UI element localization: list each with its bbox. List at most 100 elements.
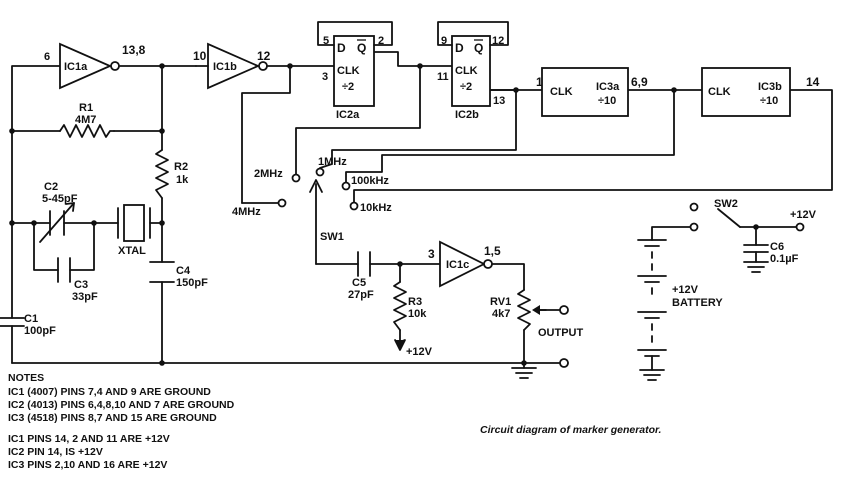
notes-line: IC1 PINS 14, 2 AND 11 ARE +12V — [8, 433, 170, 445]
ic3b-div: ÷10 — [760, 95, 778, 107]
ic2b-label: IC2b — [455, 109, 479, 121]
r3-value: 10k — [408, 308, 427, 320]
battery-label: BATTERY — [672, 297, 723, 309]
r1-value: 4M7 — [75, 114, 96, 126]
ic2b-d: D — [455, 41, 464, 55]
ic3b-pin-out: 14 — [806, 75, 820, 89]
ic1c-inverter: IC1c 3 1,5 — [428, 240, 501, 288]
r3-supply: +12V — [406, 346, 433, 358]
ic1a-inverter: IC1a 6 13,8 — [44, 42, 146, 90]
c6-name: C6 — [770, 241, 784, 253]
capacitor-c2-trimmer: C2 5-45pF — [39, 181, 78, 243]
output-wiring — [315, 261, 561, 369]
ic3a-counter: CLK IC3a ÷10 1 6,9 — [536, 67, 648, 117]
r2-value: 1k — [176, 174, 189, 186]
sw1-pos-2mhz: 2MHz — [254, 168, 283, 180]
ic1c-label: IC1c — [446, 259, 469, 271]
switch-sw2: SW2 +12V — [689, 198, 817, 232]
resistor-r3: R3 10k +12V — [393, 281, 433, 358]
c1-value: 100pF — [24, 325, 56, 337]
ic2b-q: Q — [474, 41, 483, 55]
notes-title: NOTES — [8, 372, 44, 384]
r1-name: R1 — [79, 102, 93, 114]
ic2a-pin-q: 2 — [378, 35, 384, 47]
c1-name: C1 — [24, 313, 38, 325]
ic1a-pin-in: 6 — [44, 51, 50, 63]
capacitor-c1: C1 100pF — [0, 313, 56, 337]
ic3a-pin-in: 1 — [536, 75, 543, 89]
ic1c-pin-out: 1,5 — [484, 244, 501, 258]
c5-name: C5 — [352, 277, 366, 289]
output-label: OUTPUT — [538, 327, 584, 339]
ic2a-pin-clk: 3 — [322, 71, 328, 83]
ic3a-div: ÷10 — [598, 95, 616, 107]
ic1b-pin-out: 12 — [257, 49, 271, 63]
notes-block: NOTES IC1 (4007) PINS 7,4 AND 9 ARE GROU… — [8, 372, 235, 471]
ic2b-flipflop: D Q CLK ÷2 IC2b 9 12 11 13 — [437, 21, 509, 121]
ic3a-pin-out: 6,9 — [631, 75, 648, 89]
c4-value: 150pF — [176, 277, 208, 289]
oscillator-wiring — [11, 65, 569, 364]
r2-name: R2 — [174, 161, 188, 173]
ic2b-pin-out: 13 — [493, 95, 505, 107]
resistor-r2: R2 1k — [155, 149, 189, 199]
rv1-name: RV1 — [490, 296, 511, 308]
ic3a-label: IC3a — [596, 81, 620, 93]
ic1a-pin-out: 13,8 — [122, 43, 146, 57]
ic2b-clk: CLK — [455, 65, 478, 77]
oscillator-junctions — [9, 63, 165, 366]
ic2b-pin-q: 12 — [492, 35, 504, 47]
capacitor-c5: C5 27pF — [348, 251, 374, 301]
xtal-label: XTAL — [118, 245, 146, 257]
sw1-pos-4mhz: 4MHz — [232, 206, 261, 218]
ic2b-pin-clk: 11 — [437, 71, 449, 83]
ic1b-pin-in: 10 — [193, 49, 207, 63]
notes-line: IC3 (4518) PINS 8,7 AND 15 ARE GROUND — [8, 412, 217, 424]
potentiometer-rv1: RV1 4k7 — [490, 289, 547, 331]
ic2a-label: IC2a — [336, 109, 360, 121]
capacitor-c6: C6 0.1µF — [743, 226, 799, 273]
ic1b-label: IC1b — [213, 61, 237, 73]
c2-name: C2 — [44, 181, 58, 193]
ic2a-d: D — [337, 41, 346, 55]
ic2b-pin-d: 9 — [441, 35, 447, 47]
sw1-pos-1mhz: 1MHz — [318, 156, 347, 168]
c6-value: 0.1µF — [770, 253, 799, 265]
c4-name: C4 — [176, 265, 191, 277]
ic2a-div: ÷2 — [342, 81, 354, 93]
c5-value: 27pF — [348, 289, 374, 301]
battery-voltage: +12V — [672, 284, 699, 296]
ic1b-inverter: IC1b 10 12 — [193, 42, 271, 90]
resistor-r1: R1 4M7 — [59, 102, 115, 138]
divider-junctions — [287, 63, 677, 93]
ic3b-label: IC3b — [758, 81, 782, 93]
caption: Circuit diagram of marker generator. — [480, 424, 662, 436]
switch-sw1: SW1 2MHz 4MHz 1MHz 100kHz 10kHz — [232, 156, 392, 265]
battery-supply: +12V BATTERY — [637, 226, 723, 381]
notes-line: IC3 PINS 2,10 AND 16 ARE +12V — [8, 459, 167, 471]
notes-line: IC1 (4007) PINS 7,4 AND 9 ARE GROUND — [8, 386, 211, 398]
ic1c-pin-in: 3 — [428, 247, 435, 261]
ic2b-div: ÷2 — [460, 81, 472, 93]
c3-name: C3 — [74, 279, 88, 291]
ic2a-q: Q — [357, 41, 366, 55]
output-terminals: OUTPUT — [538, 305, 584, 368]
divider-wiring — [241, 51, 833, 204]
notes-line: IC2 PIN 14, IS +12V — [8, 446, 103, 458]
ic2a-flipflop: D Q CLK ÷2 IC2a 5 2 3 — [317, 21, 393, 121]
capacitor-c4: C4 150pF — [149, 261, 208, 289]
ic2a-pin-d: 5 — [323, 35, 329, 47]
r3-name: R3 — [408, 296, 422, 308]
notes-line: IC2 (4013) PINS 6,4,8,10 AND 7 ARE GROUN… — [8, 399, 235, 411]
c3-value: 33pF — [72, 291, 98, 303]
rv1-value: 4k7 — [492, 308, 510, 320]
ic3b-clk: CLK — [708, 86, 731, 98]
ground-icon — [511, 367, 537, 379]
c2-value: 5-45pF — [42, 193, 78, 205]
sw1-label: SW1 — [320, 231, 344, 243]
ic2a-clk: CLK — [337, 65, 360, 77]
ic1a-label: IC1a — [64, 61, 88, 73]
sw2-label: SW2 — [714, 198, 738, 210]
supply-label: +12V — [790, 209, 817, 221]
